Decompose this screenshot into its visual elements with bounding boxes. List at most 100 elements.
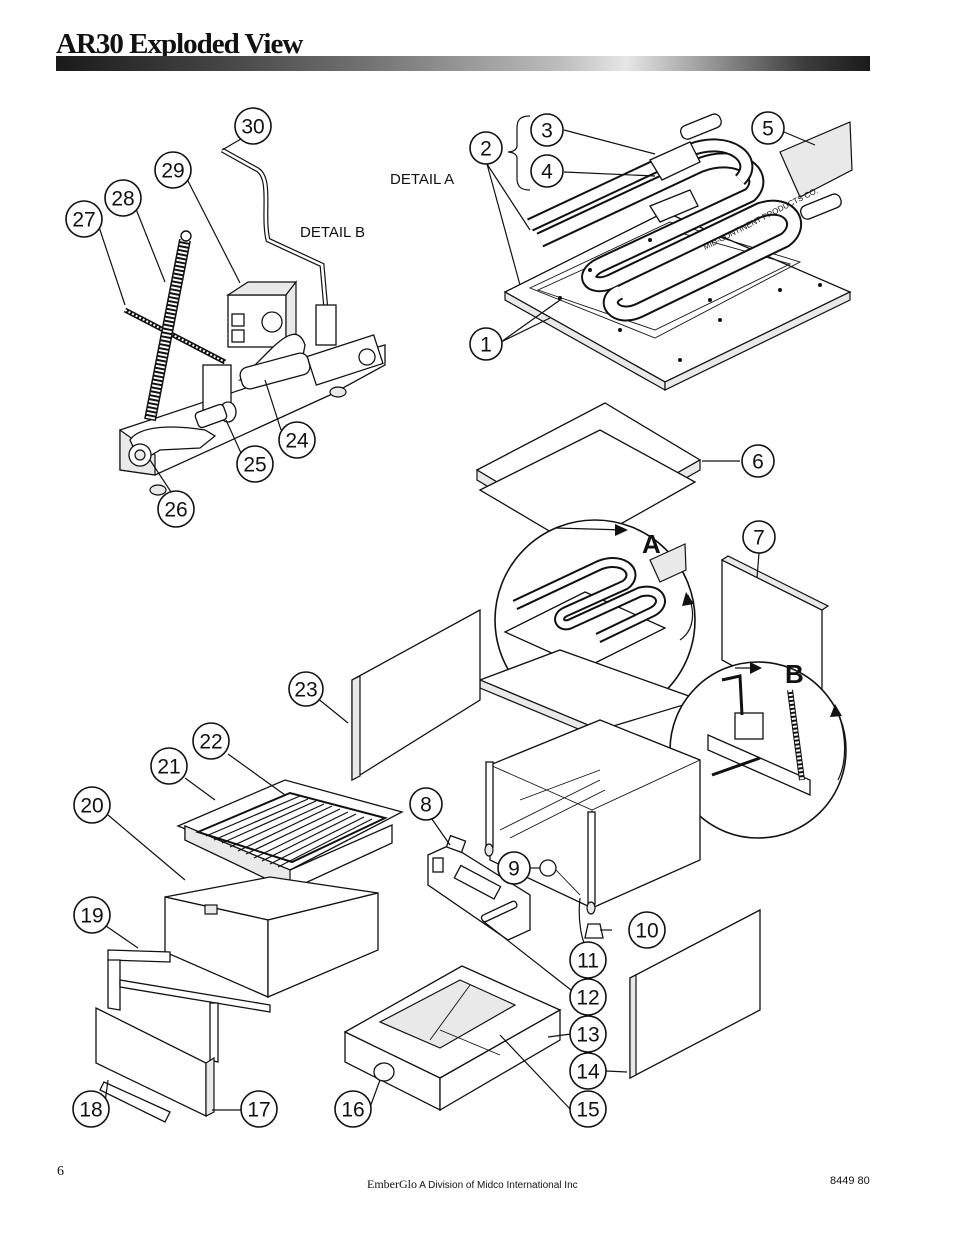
page-title: AR30 Exploded View <box>56 28 303 60</box>
callout-15: 15 <box>569 1090 607 1128</box>
detail-b-valve-top <box>225 281 298 296</box>
svg-text:27: 27 <box>72 209 95 232</box>
part-12-control-panel <box>427 844 531 941</box>
callout-26: 26 <box>157 490 195 528</box>
footer-brand-line: EmberGlo A Division of Midco Internation… <box>367 1177 578 1192</box>
callout-6: 6 <box>741 444 775 478</box>
part-10-foot <box>584 923 604 939</box>
detail-b-assembly <box>119 147 386 496</box>
callout-13: 13 <box>569 1015 607 1053</box>
svg-text:7: 7 <box>753 527 765 550</box>
svg-text:11: 11 <box>577 950 599 973</box>
svg-text:8: 8 <box>420 794 432 817</box>
callout-29: 29 <box>154 151 192 189</box>
svg-text:10: 10 <box>635 920 658 943</box>
svg-text:24: 24 <box>285 430 309 453</box>
cabinet-frame <box>484 719 701 915</box>
part-21-roasting-pan <box>176 779 404 891</box>
svg-text:1: 1 <box>480 334 492 357</box>
svg-text:21: 21 <box>157 756 180 779</box>
svg-text:30: 30 <box>241 116 264 139</box>
svg-text:18: 18 <box>79 1099 102 1122</box>
callout-7: 7 <box>742 520 776 554</box>
detail-b-valve-terminal <box>231 313 245 327</box>
part-23-side-panel <box>351 608 481 782</box>
detail-a-arrow <box>554 527 626 531</box>
detail-a-plate-edge-2 <box>664 291 851 391</box>
detail-a-bracket <box>649 141 701 181</box>
detail-b-foot-2 <box>329 386 347 398</box>
svg-text:17: 17 <box>247 1099 270 1122</box>
part-18-handle <box>99 1081 171 1123</box>
svg-text:6: 6 <box>752 451 764 474</box>
footer-document-code: 8449 80 <box>830 1175 870 1187</box>
svg-text:2: 2 <box>480 138 492 161</box>
detail-a-group-brace <box>507 115 531 191</box>
detail-b-valve-terminal-2 <box>231 329 245 343</box>
callout-9: 9 <box>497 851 531 885</box>
callout-3: 3 <box>530 113 564 147</box>
detail-a-gasket <box>528 221 802 339</box>
part-8-switch <box>445 834 467 854</box>
callout-19: 19 <box>73 896 111 934</box>
callout-21: 21 <box>150 747 188 785</box>
svg-text:15: 15 <box>576 1099 599 1122</box>
detail-a-clamp <box>649 189 699 223</box>
callout-23: 23 <box>288 671 324 707</box>
callout-2: 2 <box>469 131 503 165</box>
part-6-top-cover <box>475 402 702 549</box>
part-13-ash-pan <box>343 965 562 1112</box>
callout-8: 8 <box>409 787 443 821</box>
callout-5: 5 <box>751 111 785 145</box>
svg-text:13: 13 <box>576 1024 599 1047</box>
callout-17: 17 <box>240 1090 278 1128</box>
detail-b-marker: B <box>785 659 804 689</box>
svg-text:23: 23 <box>294 679 317 702</box>
svg-text:14: 14 <box>576 1061 600 1084</box>
detail-a-marker: A <box>642 529 661 559</box>
part-19-drawer-frame <box>107 949 271 1063</box>
detail-b-mount-screw <box>358 348 376 366</box>
svg-text:25: 25 <box>243 454 266 477</box>
svg-text:28: 28 <box>111 188 134 211</box>
part-22-grate <box>195 791 388 868</box>
detail-b-fitting <box>315 304 337 346</box>
svg-text:19: 19 <box>80 905 103 928</box>
detail-b-knob-stem <box>194 403 228 429</box>
callout-16: 16 <box>334 1090 372 1128</box>
part-9-knob <box>539 859 557 877</box>
detail-b-spring <box>144 230 192 422</box>
svg-text:26: 26 <box>164 499 187 522</box>
callout-18: 18 <box>72 1090 110 1128</box>
detail-b-foot <box>149 484 167 496</box>
svg-text:4: 4 <box>541 161 553 184</box>
callout-10: 10 <box>628 911 666 949</box>
detail-a-plate-label: MID-CONTINENT PRODUCTS CO. <box>702 186 820 252</box>
part-20-drawer-box <box>164 876 379 998</box>
detail-b-valve-port <box>261 311 283 333</box>
svg-text:20: 20 <box>80 795 103 818</box>
callout-1: 1 <box>469 327 503 361</box>
svg-text:3: 3 <box>541 120 553 143</box>
svg-text:5: 5 <box>762 118 774 141</box>
detail-b-label: DETAIL B <box>300 224 365 241</box>
callout-25: 25 <box>236 445 274 483</box>
footer-division: A Division of Midco International Inc <box>419 1180 578 1191</box>
detail-a-terminal <box>679 113 722 140</box>
page-number: 6 <box>57 1164 64 1179</box>
callout-27: 27 <box>65 200 103 238</box>
callout-14: 14 <box>569 1052 607 1090</box>
callout-4: 4 <box>530 154 564 188</box>
detail-b-magnified-assembly <box>707 674 811 796</box>
detail-b-burner-tube <box>239 352 311 390</box>
callout-11: 11 <box>569 941 607 979</box>
svg-text:12: 12 <box>576 987 599 1010</box>
part-14-side-panel <box>629 908 761 1080</box>
part-11-linkage <box>555 869 581 896</box>
part-15-burner-shield <box>429 984 501 1056</box>
detail-a-label: DETAIL A <box>390 171 454 188</box>
title-gradient-bar <box>56 56 870 71</box>
detail-a-cover-plate <box>779 121 853 198</box>
svg-text:9: 9 <box>508 858 520 881</box>
